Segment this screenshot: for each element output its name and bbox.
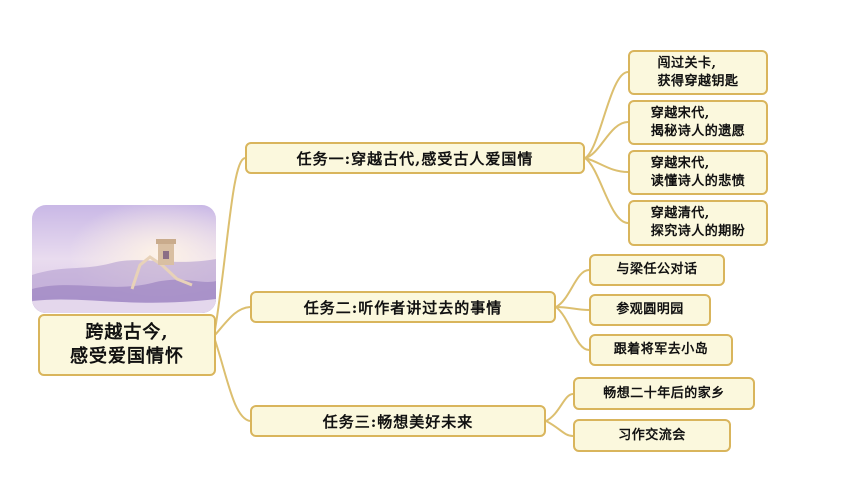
item-line: 揭秘诗人的遗愿 [650, 123, 746, 139]
task-two-label: 任务二:听作者讲过去的事情 [303, 298, 503, 317]
item-line: 习作交流会 [618, 427, 686, 443]
great-wall-image [32, 205, 216, 313]
task-three-item-2: 习作交流会 [573, 419, 731, 452]
task-two-node: 任务二:听作者讲过去的事情 [250, 291, 556, 323]
connector-task3-item1 [545, 393, 574, 422]
connector-task1-item1 [584, 71, 629, 159]
item-line: 穿越宋代, [650, 105, 710, 121]
root-node: 跨越古今, 感受爱国情怀 [38, 314, 216, 376]
task-three-item-1: 畅想二十年后的家乡 [573, 377, 755, 410]
item-line: 读懂诗人的悲愤 [650, 173, 746, 189]
task-one-item-3: 穿越宋代, 读懂诗人的悲愤 [628, 150, 768, 195]
task-two-item-3: 跟着将军去小岛 [589, 334, 733, 366]
task-one-node: 任务一:穿越古代,感受古人爱国情 [245, 142, 585, 174]
task-three-label: 任务三:畅想美好未来 [322, 412, 474, 431]
connector-task1-item4 [584, 157, 629, 224]
item-line: 参观圆明园 [616, 302, 684, 317]
root-line-1: 跨越古今, [85, 322, 169, 343]
connector-root-task3 [214, 339, 251, 422]
item-line: 闯过关卡, [657, 55, 717, 71]
connector-task2-item3 [555, 306, 590, 351]
connector-root-task2 [214, 306, 251, 336]
connector-task2-item2 [555, 306, 590, 311]
item-line: 穿越清代, [650, 206, 710, 221]
connector-root-task1 [214, 157, 246, 331]
connector-task3-item2 [545, 420, 574, 437]
task-one-item-1: 闯过关卡, 获得穿越钥匙 [628, 50, 768, 95]
task-one-label: 任务一:穿越古代,感受古人爱国情 [296, 149, 534, 168]
item-line: 探究诗人的期盼 [650, 224, 746, 239]
task-two-item-1: 与梁任公对话 [589, 254, 725, 286]
item-line: 跟着将军去小岛 [613, 342, 709, 357]
item-line: 与梁任公对话 [616, 262, 698, 277]
item-line: 获得穿越钥匙 [657, 73, 739, 89]
item-line: 畅想二十年后的家乡 [603, 385, 725, 401]
item-line: 穿越宋代, [650, 155, 710, 171]
connector-task1-item3 [584, 157, 629, 173]
connector-task2-item1 [555, 269, 590, 308]
task-two-item-2: 参观圆明园 [589, 294, 711, 326]
task-three-node: 任务三:畅想美好未来 [250, 405, 546, 437]
task-one-item-4: 穿越清代, 探究诗人的期盼 [628, 200, 768, 246]
root-line-2: 感受爱国情怀 [70, 346, 184, 367]
task-one-item-2: 穿越宋代, 揭秘诗人的遗愿 [628, 100, 768, 145]
connector-task1-item2 [584, 121, 629, 159]
